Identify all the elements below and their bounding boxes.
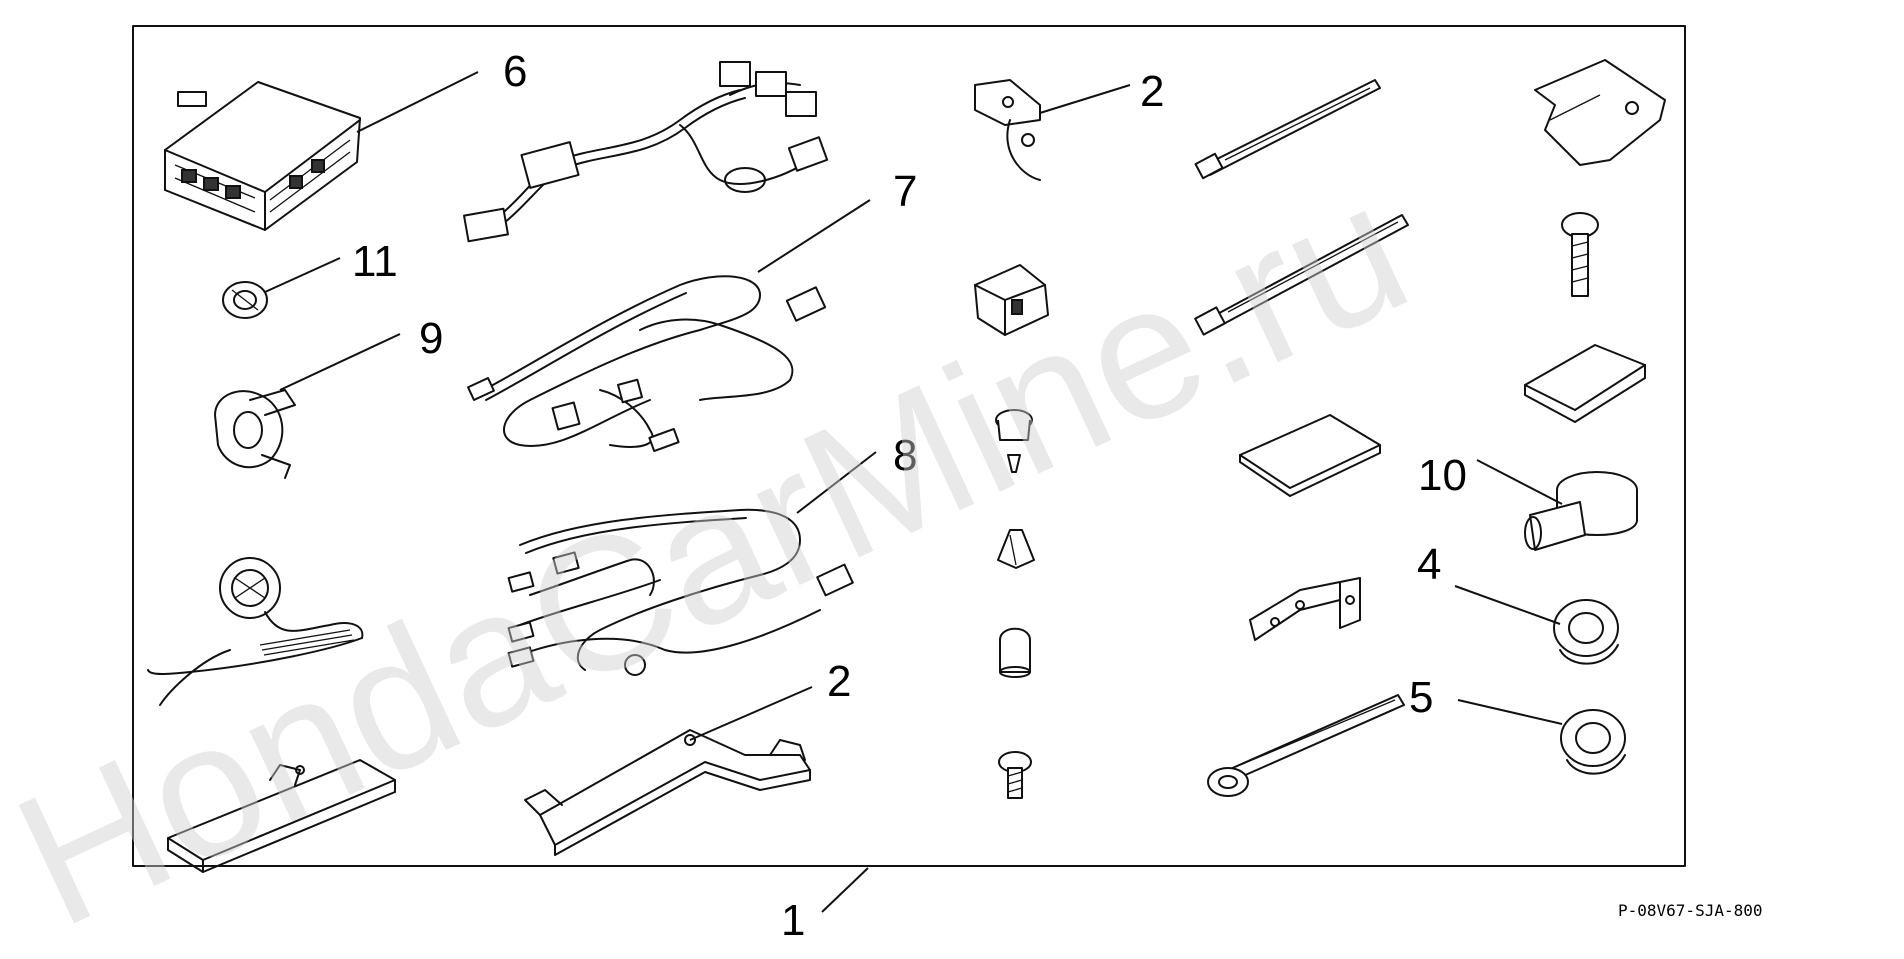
wire-harness-7-part	[467, 275, 827, 453]
callout-8: 8	[893, 431, 917, 480]
callout-2-top: 2	[1140, 67, 1164, 116]
main-wire-harness-part	[463, 61, 829, 243]
bolt-part	[1561, 212, 1599, 297]
leader-line-5	[1457, 699, 1563, 725]
buzzer-with-wire-part	[147, 557, 364, 706]
cable-tie-with-mount-part	[1207, 694, 1405, 797]
clip-part	[974, 264, 1049, 336]
part-code-label: P-08V67-SJA-800	[1618, 901, 1763, 920]
leader-line-6	[356, 71, 479, 133]
callout-7: 7	[893, 167, 917, 216]
control-unit-part	[164, 81, 361, 231]
cable-tie-short-part	[1194, 79, 1381, 180]
nut-clip-part	[997, 529, 1035, 569]
holder-9-part	[214, 389, 296, 479]
leader-line-2-bottom	[689, 686, 813, 741]
grommet-4-part	[1553, 599, 1619, 665]
callouts: 6 11 9 7 8 2 2 10 4 5 1	[352, 47, 1467, 945]
push-rivet-part	[995, 409, 1033, 473]
wire-harness-8-part	[507, 508, 854, 676]
callout-6: 6	[503, 47, 527, 96]
sensor-10-part	[1524, 471, 1638, 551]
leader-line-7	[757, 199, 871, 273]
leader-line-9	[279, 333, 401, 391]
plate-top-right-part	[1534, 59, 1666, 166]
watermark-text: HondaCarMine.ru	[0, 141, 1436, 959]
screw-part	[998, 751, 1032, 799]
grommet-5-part	[1560, 709, 1626, 775]
adhesive-pad-part	[1239, 414, 1381, 497]
leader-line-10	[1476, 459, 1563, 505]
leader-line-11	[264, 257, 341, 293]
leader-line-4	[1454, 585, 1561, 625]
callout-9: 9	[419, 314, 443, 363]
mounting-plate-part	[167, 759, 396, 873]
stay-bracket-part	[1249, 577, 1361, 641]
leader-line-8	[796, 451, 877, 514]
bracket-2-bottom-part	[524, 729, 811, 856]
callout-2-bottom: 2	[827, 657, 851, 706]
bracket-2-top-part	[974, 79, 1041, 181]
cable-tie-long-part	[1194, 214, 1409, 336]
callout-10: 10	[1418, 451, 1467, 500]
callout-1: 1	[781, 896, 805, 945]
leader-lines	[264, 71, 1563, 913]
callout-5: 5	[1409, 673, 1433, 722]
sponge-pad-part	[1524, 344, 1646, 423]
callout-11: 11	[352, 237, 398, 286]
callout-4: 4	[1417, 540, 1441, 589]
leader-line-1	[821, 867, 869, 913]
leader-line-2-top	[1039, 84, 1131, 114]
grommet-11-part	[222, 281, 268, 319]
kit-frame	[132, 25, 1686, 867]
plastic-clip-part	[999, 627, 1031, 678]
